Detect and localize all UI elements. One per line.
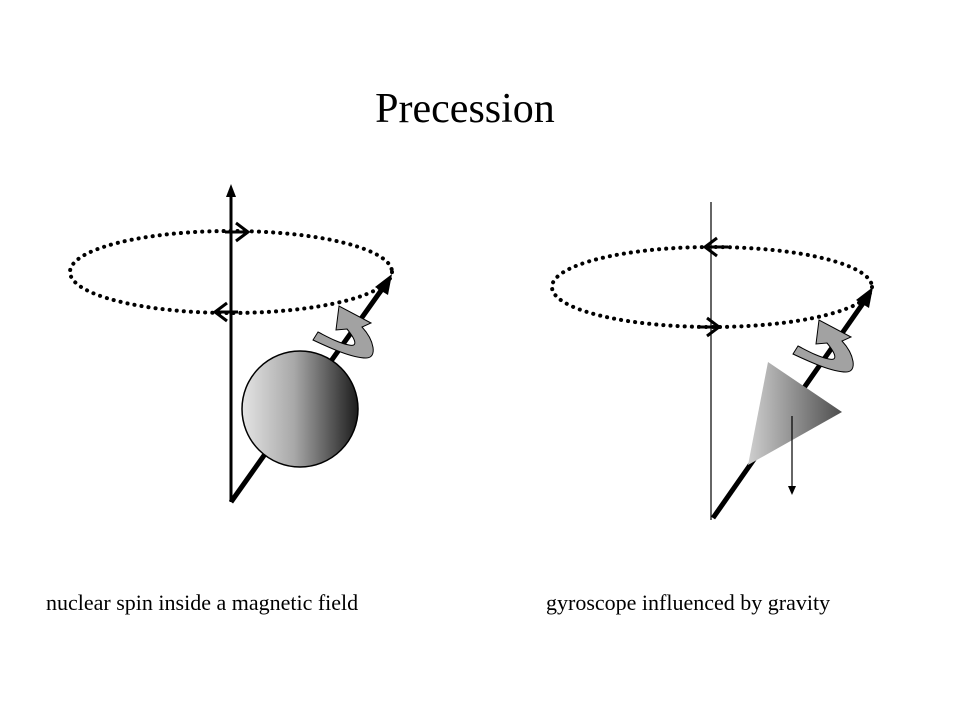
gravity-arrow bbox=[788, 416, 796, 495]
field-axis-arrow bbox=[226, 184, 236, 502]
ellipse-direction-arrow-bottom bbox=[697, 316, 722, 338]
ellipse-direction-arrow-bottom bbox=[212, 301, 238, 323]
gyroscope-cone bbox=[748, 362, 842, 465]
caption-nuclear-spin: nuclear spin inside a magnetic field bbox=[46, 590, 359, 615]
gyroscope-panel bbox=[550, 202, 874, 520]
precession-path-ellipse bbox=[550, 245, 874, 329]
ellipse-direction-arrow-top bbox=[702, 236, 728, 258]
nuclear-sphere bbox=[241, 350, 359, 468]
ellipse-direction-arrow-top bbox=[225, 221, 251, 243]
rotation-curl-arrow bbox=[792, 319, 854, 373]
nuclear-spin-panel bbox=[68, 184, 394, 504]
rotation-curl-arrow bbox=[312, 305, 374, 359]
caption-gyroscope: gyroscope influenced by gravity bbox=[546, 590, 831, 615]
slide-title: Precession bbox=[375, 86, 555, 132]
